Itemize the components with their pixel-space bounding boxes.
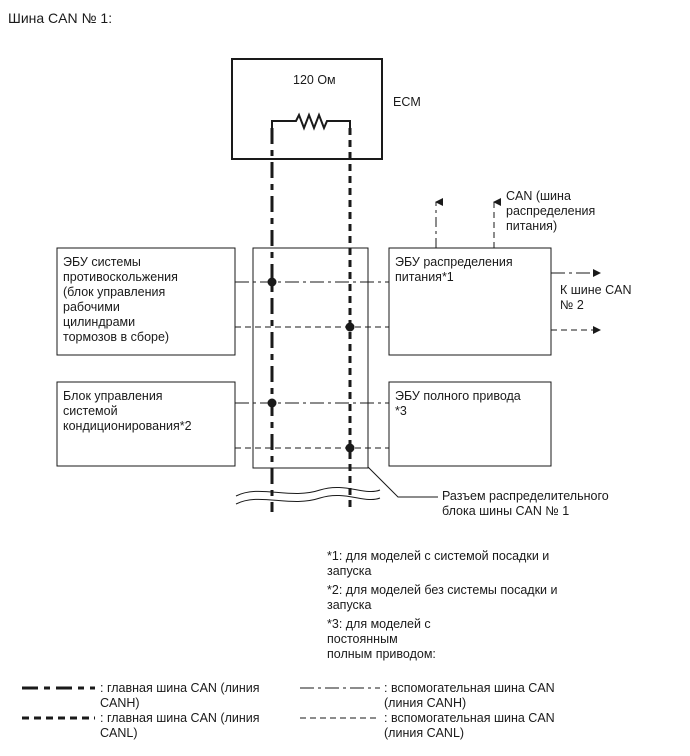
note-3: *3: для моделей с постоянным полным прив…	[327, 617, 436, 661]
junction-dot	[345, 443, 355, 453]
skid-control-ecu-box	[56, 247, 236, 356]
note-1: *1: для моделей с системой посадки и зап…	[327, 549, 550, 578]
to-can2-label: К шине CAN № 2	[560, 283, 632, 312]
resistor-label: 120 Ом	[293, 73, 336, 87]
resistor-icon	[271, 112, 351, 131]
legend-canl-main-label: : главная шина CAN (линия CANL)	[100, 711, 260, 740]
junction-dot	[267, 398, 277, 408]
junction-label: Разъем распределительного блока шины CAN…	[442, 489, 609, 518]
break-mark	[235, 486, 381, 505]
ecm-label: ECM	[393, 95, 421, 109]
ecm-box	[231, 58, 383, 160]
legend-canh-main-label: : главная шина CAN (линия CANH)	[100, 681, 260, 710]
ac-unit-label: Блок управления системой кондиционирован…	[63, 389, 192, 433]
awd-ecu-box	[388, 381, 552, 467]
junction-dot	[345, 322, 355, 332]
junction-leader-line	[367, 466, 438, 498]
junction-dot	[267, 277, 277, 287]
junction-connector-box	[252, 247, 369, 469]
power-distribution-ecu-box	[388, 247, 552, 356]
awd-ecu-label: ЭБУ полного привода *3	[395, 389, 521, 418]
legend-canl-sub-label: : вспомогательная шина CAN (линия CANL)	[384, 711, 555, 740]
legend-canh-sub-label: : вспомогательная шина CAN (линия CANH)	[384, 681, 555, 710]
can-power-label: CAN (шина распределения питания)	[506, 189, 596, 233]
skid-ecu-label: ЭБУ системы противоскольжения (блок упра…	[63, 255, 178, 344]
ac-unit-box	[56, 381, 236, 467]
power-ecu-label: ЭБУ распределения питания*1	[395, 255, 513, 284]
page-title: Шина CAN № 1:	[8, 10, 113, 26]
note-2: *2: для моделей без системы посадки и за…	[327, 583, 558, 612]
